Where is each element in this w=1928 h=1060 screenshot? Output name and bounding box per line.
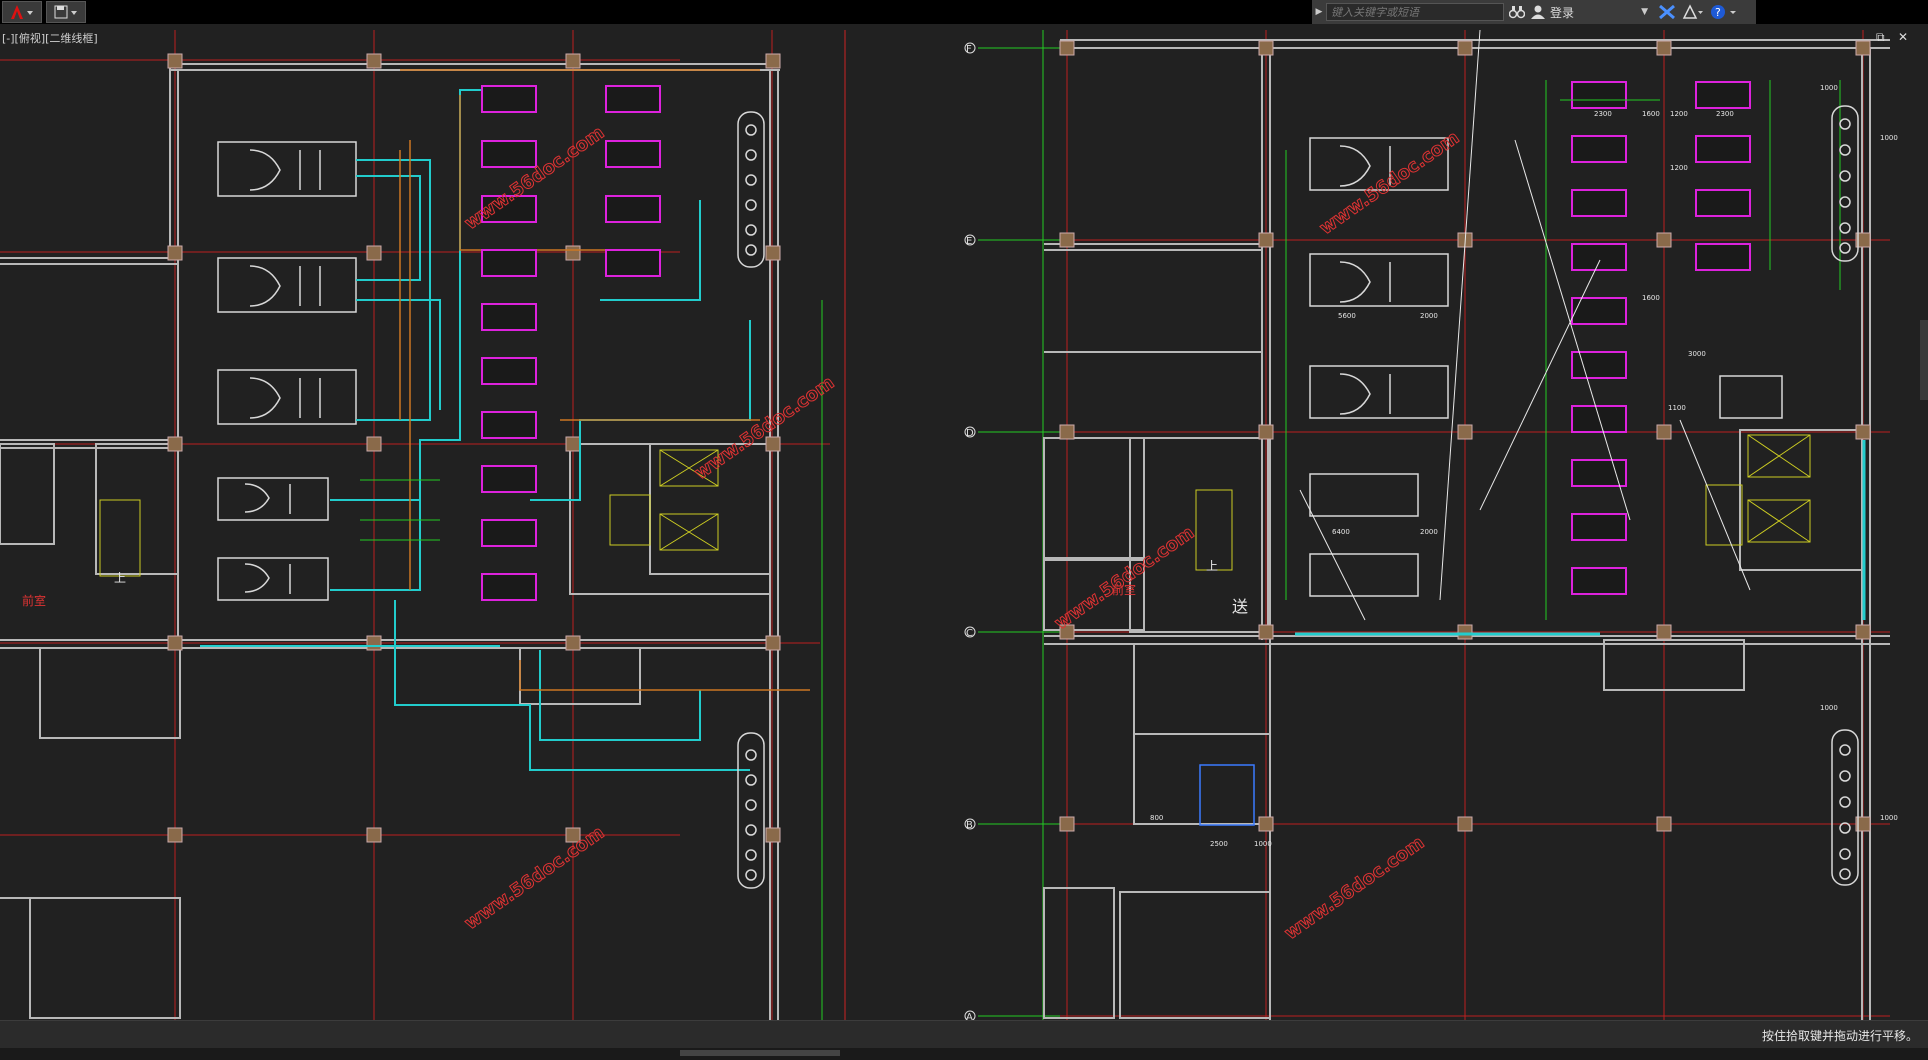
dimension-text: 1000 [1880,134,1898,142]
application-menu-button[interactable] [2,1,42,23]
dimension-text: 2300 [1716,110,1734,118]
dimension-text: 2000 [1420,312,1438,320]
right-duct [1295,440,1866,636]
save-icon [54,5,77,19]
search-input[interactable] [1326,3,1504,21]
login-button[interactable]: 登录 ▼ [1530,0,1654,24]
dimension-text: 1200 [1670,164,1688,172]
dimension-text: 1000 [1254,840,1272,848]
left-stairs [99,449,719,577]
horizontal-scrollbar[interactable] [680,1050,840,1056]
watermark: www.56doc.com [691,372,838,484]
stair-label: 上 [1206,559,1218,573]
exchange-icon[interactable] [1654,0,1680,24]
dimension-text: 1600 [1642,294,1660,302]
left-chillers [217,141,357,601]
connect-icon[interactable] [1680,0,1706,24]
watermark: www.56doc.com [1316,127,1463,239]
dimension-text: 6400 [1332,528,1350,536]
dimension-text: 5600 [1338,312,1356,320]
dimension-text: 800 [1150,814,1163,822]
restore-icon[interactable]: ⧉ [1876,30,1885,44]
stair-label: 送 [1232,597,1248,616]
right-stairs [1195,434,1811,571]
right-leader-lines [1299,29,1751,621]
info-center: ▶ 登录 ▼ ? [1312,0,1756,24]
axis-bubble: D [966,428,974,439]
login-label: 登录 [1550,5,1575,20]
right-dim-lines [1285,80,1841,620]
drawing-canvas[interactable]: F E D C B A [0,24,1928,1020]
dimension-text: 1100 [1668,404,1686,412]
dimension-text: 1000 [1820,704,1838,712]
autocad-logo-icon [11,5,33,19]
left-walls [0,63,780,1020]
watermark: www.56doc.com [461,822,608,934]
axis-bubble: C [966,628,973,639]
left-pumps [737,111,765,889]
dimension-text: 1000 [1820,84,1838,92]
dimension-text: 1000 [1880,814,1898,822]
binoculars-icon[interactable] [1504,0,1530,24]
left-pipes [200,69,810,771]
watermark: www.56doc.com [1051,522,1198,634]
dimension-text: 2500 [1210,840,1228,848]
right-walls [1043,39,1890,1020]
right-axis-lines [978,30,1060,1020]
room-label: 前室 [22,593,46,608]
room-label: 前室 [1112,582,1136,597]
dimension-text: 2000 [1420,528,1438,536]
axis-bubble: E [966,236,972,247]
right-chillers [1309,137,1449,597]
axis-bubbles: F E D C B A [964,42,976,1020]
dimension-text: 2300 [1594,110,1612,118]
status-bar [0,1048,1928,1060]
title-toolbar: ▶ 登录 ▼ ? [0,0,1928,24]
right-columns [1059,40,1871,832]
chevron-down-icon: ▼ [1641,7,1648,17]
left-columns [167,53,781,843]
right-pumps [1199,105,1859,886]
command-message: 按住拾取键并拖动进行平移。 [1761,1029,1918,1043]
dimension-text: 1200 [1670,110,1688,118]
left-cooling-towers [481,85,661,601]
axis-bubble: B [966,820,973,831]
viewport-label[interactable]: [-][俯视][二维线框] [2,32,98,45]
watermark: www.56doc.com [1281,832,1428,944]
room-labels: 前室 前室 [22,582,1136,608]
command-line[interactable]: 按住拾取键并拖动进行平移。 [0,1020,1928,1049]
help-icon[interactable]: ? [1706,0,1742,24]
right-grid [1040,30,1890,1020]
left-grid [0,30,830,1020]
right-cooling-towers [1571,81,1751,595]
dimension-labels: 2300 1600 1200 2300 1200 1100 5600 2000 … [1150,84,1898,848]
close-icon[interactable]: ✕ [1898,30,1909,44]
dimension-text: 3000 [1688,350,1706,358]
dimension-text: 1600 [1642,110,1660,118]
watermarks: www.56doc.com www.56doc.com www.56doc.co… [460,122,1463,945]
stair-label: 上 [114,571,126,585]
quick-access-button[interactable] [46,1,86,23]
vertical-scrollbar[interactable] [1920,320,1928,400]
svg-text:?: ? [1715,6,1721,19]
user-icon [1531,5,1545,19]
axis-bubble: A [966,1012,973,1020]
expand-arrow-icon[interactable]: ▶ [1315,7,1323,17]
stair-labels: 上 上 送 [114,559,1248,616]
axis-bubble: F [966,44,972,55]
